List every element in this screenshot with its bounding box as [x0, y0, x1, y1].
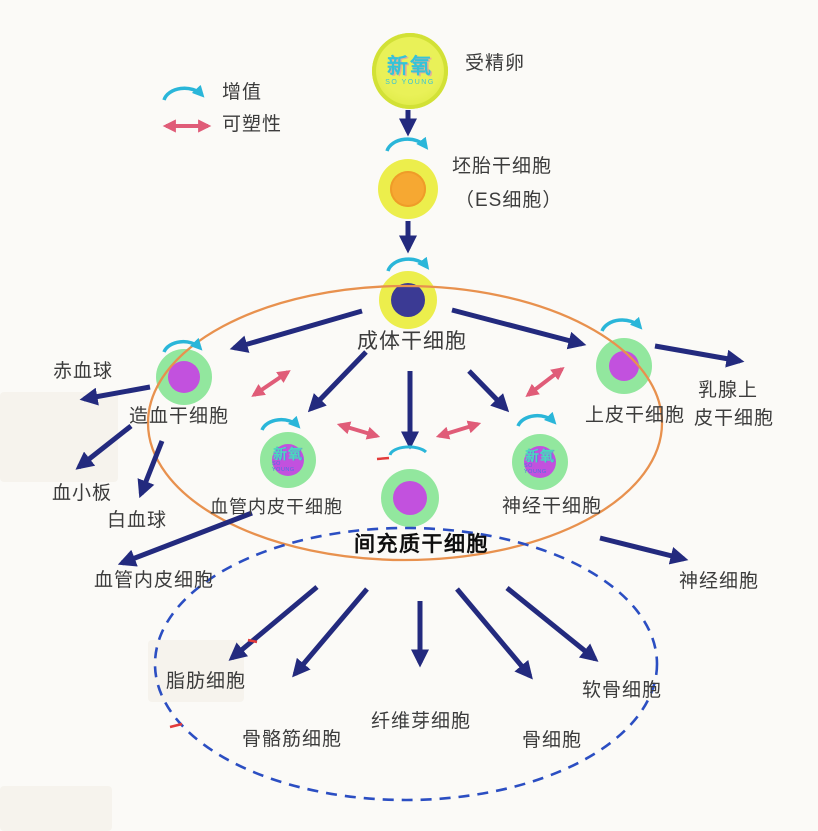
fertilized-egg-cell: 新氧 SO YOUNG [372, 33, 448, 109]
arrow-to-platelet [75, 424, 133, 470]
proliferation-arc-epithelial [600, 316, 643, 332]
arrow-to-bone-cell [455, 587, 533, 680]
neural-stem-cell: 新氧 SO YOUNG [512, 434, 568, 490]
arrow-adult-to-vascular [307, 350, 368, 413]
plasticity-vascular-mesenchymal [336, 421, 381, 440]
label-mesenchymal-stem-cell: 间充质干细胞 [354, 533, 489, 556]
red-tick [247, 638, 258, 644]
red-tick-marks [169, 456, 390, 729]
mesenchymal-stem-cell-core [393, 481, 427, 515]
brand-sub-text: SO YOUNG [272, 461, 295, 473]
plasticity-arrows [162, 119, 565, 440]
vascular-endothelial-stem-cell: 新氧 SO YOUNG [260, 432, 316, 488]
arrow-to-white-blood-cell [137, 440, 165, 499]
label-fat-cell: 脂肪细胞 [166, 671, 247, 692]
label-nerve-cell: 神经细胞 [679, 571, 760, 592]
proliferation-arc-vascular [260, 415, 301, 431]
brand-watermark: 新氧 SO YOUNG [385, 56, 435, 86]
label-fertilized-egg: 受精卵 [465, 53, 526, 74]
vascular-endothelial-stem-cell-core: 新氧 SO YOUNG [272, 444, 304, 476]
label-es-cell: （ES细胞） [455, 190, 563, 211]
label-cartilage-cell: 软骨细胞 [582, 680, 663, 701]
adult-stem-cell [379, 271, 437, 329]
proliferation-arc-neural [516, 411, 557, 427]
proliferation-arc-hematopoietic [162, 337, 203, 353]
label-vascular-endothelial-stem-cell: 血管内皮干细胞 [210, 497, 343, 517]
arrow-to-vascular-endothelial-cell [117, 510, 253, 567]
label-platelet: 血小板 [52, 483, 113, 504]
brand-sub-text: SO YOUNG [524, 463, 547, 475]
epithelial-stem-cell [596, 338, 652, 394]
label-neural-stem-cell: 神经干细胞 [502, 496, 603, 517]
brand-sub-text: SO YOUNG [385, 79, 435, 86]
arrow-to-fat-cell [228, 585, 319, 661]
proliferation-arcs [162, 84, 643, 456]
proliferation-arc-adult [386, 256, 430, 272]
brand-logo-text: 新氧 [386, 55, 433, 78]
plasticity-hematopoietic-vascular [251, 370, 291, 397]
hematopoietic-stem-cell [156, 349, 212, 405]
proliferation-arc-mesenchymal [388, 445, 428, 456]
arrow-to-red-blood-cell [79, 384, 151, 406]
label-epithelial-stem-cell: 上皮干细胞 [585, 405, 686, 426]
brand-watermark: 新氧 SO YOUNG [524, 449, 556, 475]
neural-stem-cell-core: 新氧 SO YOUNG [524, 446, 556, 478]
label-adult-stem-cell: 成体干细胞 [357, 330, 467, 353]
label-fibroblast: 纤维芽细胞 [371, 711, 472, 732]
arrow-to-mammary-epithelial [654, 343, 745, 368]
legend-proliferation-arc [162, 84, 205, 101]
plasticity-neural-epithelial [525, 366, 565, 398]
differentiation-arrows [75, 110, 745, 680]
legend-proliferation-label: 增值 [222, 82, 263, 103]
label-white-blood-cell: 白血球 [107, 510, 168, 531]
label-mammary-line2: 皮干细胞 [694, 408, 775, 429]
arrow-to-skeletal-muscle-cell [292, 587, 369, 678]
label-mammary-line1: 乳腺上 [698, 380, 759, 401]
background-patch [0, 392, 118, 482]
label-embryonic-stem-cell: 坯胎干细胞 [452, 156, 553, 177]
arrow-adult-to-hematopoietic [229, 308, 363, 353]
label-hematopoietic-stem-cell: 造血干细胞 [129, 406, 230, 427]
arrow-adult-to-neural [467, 369, 510, 413]
adult-lineage-boundary-ellipse [146, 284, 664, 562]
proliferation-arc-es [385, 136, 429, 152]
plasticity-mesenchymal-neural [435, 420, 482, 440]
label-red-blood-cell: 赤血球 [53, 361, 114, 382]
label-vascular-endothelial-cell: 血管内皮细胞 [94, 570, 215, 591]
hematopoietic-stem-cell-core [168, 361, 200, 393]
label-bone-cell: 骨细胞 [522, 730, 583, 751]
arrow-to-nerve-cell [599, 535, 689, 565]
embryonic-stem-cell [378, 159, 438, 219]
red-tick [169, 722, 183, 729]
epithelial-stem-cell-core [609, 351, 639, 381]
arrow-to-cartilage-cell [505, 586, 599, 662]
label-skeletal-muscle-cell: 骨骼筋细胞 [242, 729, 343, 750]
brand-logo-text: 新氧 [273, 446, 303, 462]
arrow-adult-to-epithelial [451, 307, 587, 350]
legend-plasticity-label: 可塑性 [222, 114, 283, 135]
adult-stem-cell-core [391, 283, 425, 317]
background-patch [148, 640, 244, 702]
background-patch [0, 786, 112, 831]
embryonic-stem-cell-core [390, 171, 426, 207]
brand-logo-text: 新氧 [525, 448, 555, 464]
mesenchymal-lineage-boundary-ellipse [153, 526, 659, 802]
brand-watermark: 新氧 SO YOUNG [272, 447, 304, 473]
mesenchymal-stem-cell [381, 469, 439, 527]
red-tick [376, 456, 390, 461]
